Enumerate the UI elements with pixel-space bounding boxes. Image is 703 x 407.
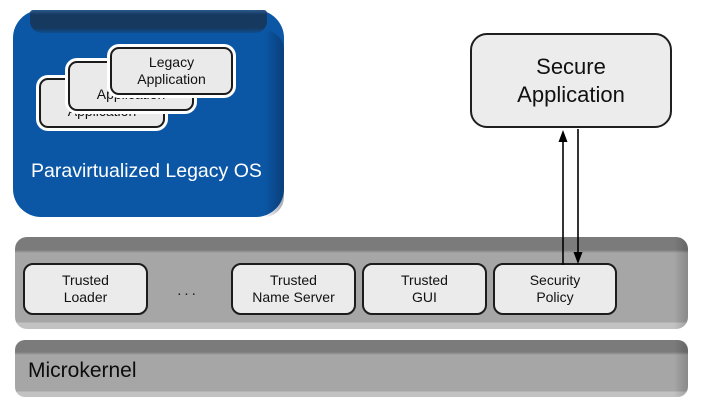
trusted-loader-label-line: Loader: [63, 289, 108, 305]
trusted-name-server-label-line: Trusted: [270, 272, 317, 288]
trusted-name-server-label-line: Name Server: [252, 289, 335, 305]
legacy-application-label-line: Application: [137, 71, 206, 87]
ellipsis-label: ...: [177, 281, 199, 299]
secure-application-label-line: Secure: [536, 53, 606, 79]
microkernel-label: Microkernel: [28, 359, 137, 382]
secure-application-box: Secure Application: [470, 33, 672, 128]
legacy-application-box-front: Legacy Application: [110, 47, 233, 95]
security-policy-box: Security Policy: [493, 263, 617, 315]
down-arrow-icon: [573, 252, 583, 264]
microkernel-bar: [15, 340, 688, 397]
trusted-gui-label-line: GUI: [412, 289, 437, 305]
legacy-os-label: Paravirtualized Legacy OS: [31, 160, 262, 182]
trusted-loader-label-line: Trusted: [62, 272, 109, 288]
trusted-gui-box: Trusted GUI: [362, 263, 487, 315]
trusted-name-server-box: Trusted Name Server: [231, 263, 356, 315]
security-policy-label-line: Security: [529, 272, 581, 288]
secure-application-label-line: Application: [517, 81, 625, 107]
up-arrow-icon: [558, 130, 568, 142]
ipc-arrows: [558, 129, 583, 265]
legacy-application-label-line: Legacy: [148, 54, 195, 70]
trusted-loader-box: Trusted Loader: [23, 263, 148, 315]
trusted-gui-label-line: Trusted: [401, 272, 448, 288]
security-policy-label-line: Policy: [536, 289, 574, 305]
